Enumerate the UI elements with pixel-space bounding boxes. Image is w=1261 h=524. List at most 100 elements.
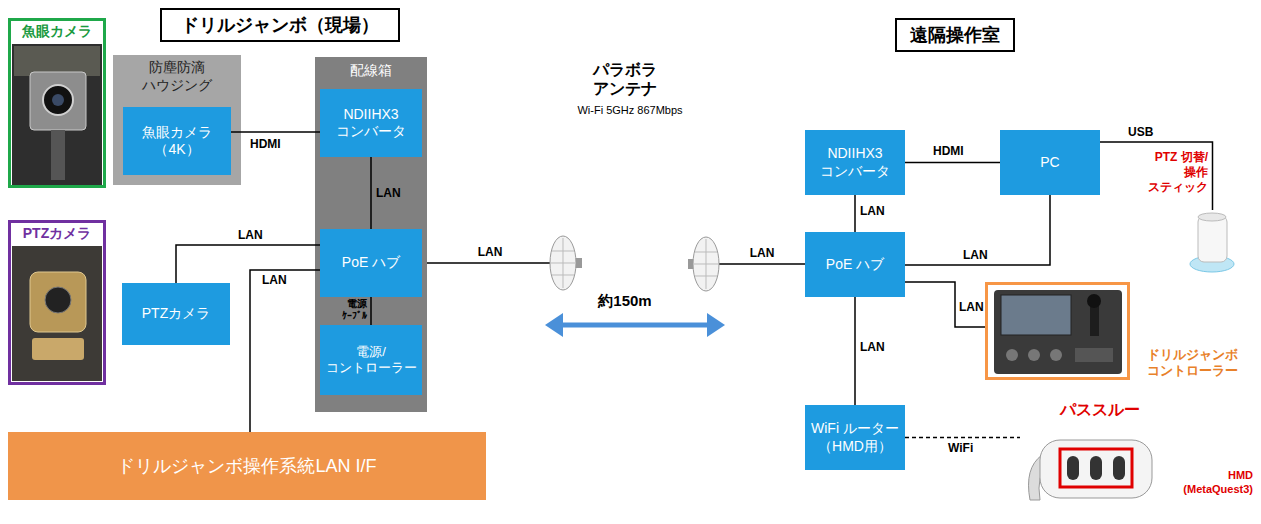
connector <box>854 297 856 405</box>
lens-glass <box>52 94 64 106</box>
node-label: 遠隔操作室 <box>910 24 1000 47</box>
connector <box>176 245 320 283</box>
callout-label: PTZ 切替/操作 スティック <box>1144 150 1208 195</box>
button-panel <box>1075 348 1113 362</box>
hub-box: PoE ハブ <box>805 232 905 297</box>
edge-label: LAN <box>262 273 287 287</box>
connector <box>250 270 320 432</box>
node-label: ドリルジャンボ（現場） <box>181 14 379 37</box>
ptz-body <box>30 272 86 332</box>
connector <box>905 162 1000 164</box>
passthrough-mark <box>1060 449 1132 487</box>
photo-ground <box>12 44 102 185</box>
node-label: NDIIHX3 コンバータ <box>322 106 420 141</box>
antenna-grid <box>551 263 575 264</box>
connector <box>905 195 1050 265</box>
knob <box>1028 349 1040 361</box>
node-label: PoE ハブ <box>342 254 400 272</box>
annotation: 約150m <box>590 292 660 310</box>
callout-label: HMD (MetaQuest3) <box>1165 469 1253 497</box>
edge-label: USB <box>1128 125 1153 139</box>
connector <box>854 195 856 232</box>
knob <box>1050 349 1062 361</box>
connector <box>905 282 985 327</box>
camera-box: PTZカメラ <box>122 283 230 345</box>
camera-stand <box>51 130 65 180</box>
annotation: パラボラ アンテナ <box>580 60 670 98</box>
arrow-head <box>545 313 563 337</box>
controller-frame: ドリルジャンボ コントローラー <box>985 282 1130 380</box>
edge-label: WiFi <box>948 441 973 455</box>
photo-ground <box>12 246 102 381</box>
connector <box>370 297 372 325</box>
edge-label: HDMI <box>933 144 964 158</box>
node-label: 防塵防滴 ハウジング <box>115 59 239 94</box>
lan-wire <box>718 263 805 265</box>
edge-label: LAN <box>959 300 984 314</box>
edge-label: LAN <box>963 248 988 262</box>
room-heading-box: 遠隔操作室 <box>895 18 1015 52</box>
parabola-antenna <box>693 237 719 291</box>
connector <box>905 437 1020 439</box>
ptz-lens <box>45 287 71 313</box>
stick-body <box>1198 216 1227 262</box>
antenna-grid <box>695 252 717 253</box>
housing-box: 防塵防滴 ハウジング魚眼カメラ （4K） <box>113 55 241 185</box>
hmd-frame: パススルーHMD (MetaQuest3) <box>1020 425 1160 507</box>
annotation: LAN <box>742 246 782 260</box>
distance-arrow <box>560 323 710 328</box>
node-label: PoE ハブ <box>826 256 884 274</box>
annotation: Wi-Fi 5GHz 867Mbps <box>555 104 705 117</box>
photo-frame: 魚眼カメラ <box>8 18 106 188</box>
node-label: NDIIHX3 コンバータ <box>807 145 903 180</box>
edge-label: LAN <box>860 340 885 354</box>
hmd-camera <box>1090 456 1102 480</box>
edge-label: LAN <box>376 186 401 200</box>
callout-label: ドリルジャンボ コントローラー <box>1135 347 1250 380</box>
node-label: 魚眼カメラ <box>22 23 92 41</box>
hub-box: PoE ハブ <box>320 229 422 297</box>
edge-label: 電源 ｹｰﾌﾞﾙ <box>325 298 367 322</box>
converter-box: NDIIHX3 コンバータ <box>805 130 905 195</box>
pc-box: PC <box>1000 130 1100 195</box>
node-label: 配線箱 <box>350 62 392 80</box>
node-label: PC <box>1040 154 1059 172</box>
joystick-grip <box>1087 294 1101 308</box>
annotation: LAN <box>470 245 510 259</box>
connector <box>231 131 320 133</box>
node-label: PTZカメラ <box>142 305 210 323</box>
router-box: WiFi ルーター （HMD用） <box>805 405 905 470</box>
fisheye-lens <box>43 85 73 115</box>
hmd-camera <box>1067 456 1079 480</box>
wiring-box: 配線箱 NDIIHX3 コンバータ PoE ハブ電源/ コントローラー <box>315 57 427 412</box>
antenna-grid <box>695 276 717 277</box>
knob <box>1006 349 1018 361</box>
connector <box>370 157 372 229</box>
node-label: 魚眼カメラ （4K） <box>125 124 229 159</box>
parabola-antenna <box>550 236 576 290</box>
arrow-head <box>707 313 725 337</box>
edge-label: LAN <box>238 228 263 242</box>
callout-label: パススルー <box>1060 400 1140 420</box>
controller-screen <box>1001 295 1071 335</box>
hmd-body <box>1040 440 1152 498</box>
antenna-grid <box>552 251 574 252</box>
antenna-grid <box>552 275 574 276</box>
hmd-camera <box>1113 456 1125 480</box>
ptz-base <box>32 338 84 360</box>
edge-label: LAN <box>860 204 885 218</box>
antenna-grid <box>694 264 718 265</box>
node-label: 電源/ コントローラー <box>322 344 420 377</box>
interface-box: ドリルジャンボ操作系統LAN I/F <box>8 432 486 500</box>
converter-box: NDIIHX3 コンバータ <box>320 89 422 157</box>
power-box: 電源/ コントローラー <box>320 325 422 395</box>
controller-body <box>994 290 1122 374</box>
camera-box: 魚眼カメラ （4K） <box>123 107 231 175</box>
photo-frame: PTZカメラ <box>8 220 106 385</box>
site-heading-box: ドリルジャンボ（現場） <box>160 8 400 42</box>
lan-wire <box>420 262 550 264</box>
stick-icon-frame: PTZ 切替/操作 スティック <box>1185 210 1240 275</box>
node-label: WiFi ルーター （HMD用） <box>807 420 903 455</box>
edge-label: HDMI <box>250 137 281 151</box>
stick-top <box>1198 213 1226 221</box>
